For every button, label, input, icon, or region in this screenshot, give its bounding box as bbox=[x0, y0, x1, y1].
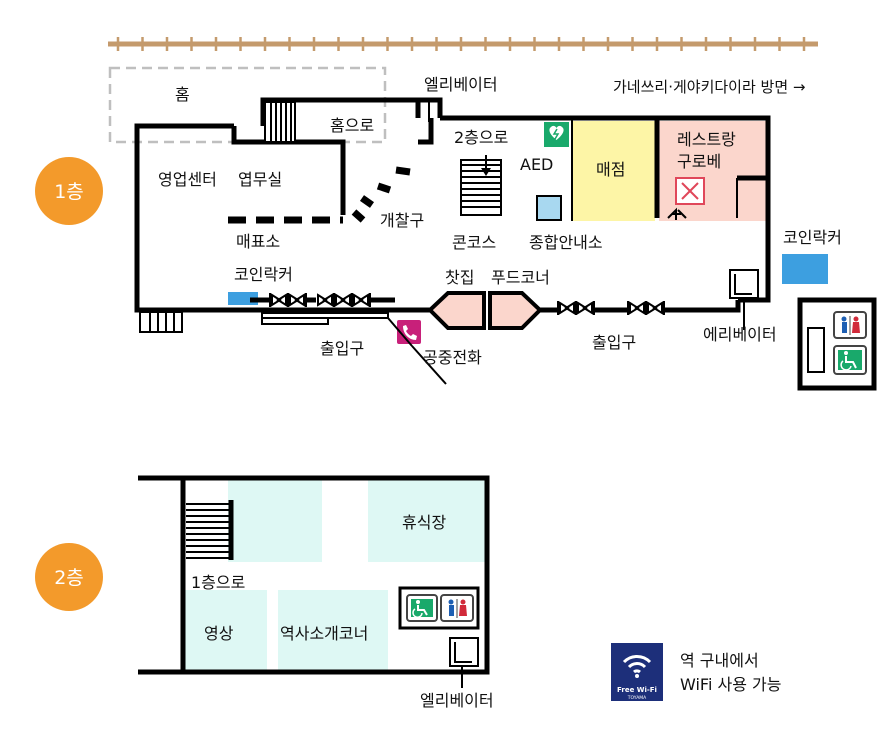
entrance-canopy-left bbox=[261, 312, 389, 325]
wifi-text-2: WiFi 사용 가능 bbox=[680, 675, 781, 694]
stairs-to-1f-icon bbox=[186, 500, 234, 560]
to-1f-label: 1층으로 bbox=[191, 573, 245, 592]
track-ties bbox=[116, 37, 806, 51]
sales-center-label: 영업센터 bbox=[158, 170, 217, 189]
elevator-right-label: 에리베이터 bbox=[703, 325, 777, 344]
restroom-icon-2f bbox=[440, 594, 474, 622]
food-corner-label: 푸드코너 bbox=[491, 268, 550, 287]
wifi-logo-text: Free Wi-Fi bbox=[617, 686, 657, 694]
exit-left-label: 출입구 bbox=[320, 339, 364, 358]
entrance-doors-left bbox=[269, 293, 371, 307]
restroom-block-2f bbox=[398, 586, 480, 630]
shop-area bbox=[573, 121, 655, 221]
restaurant-door-icon bbox=[667, 207, 687, 220]
info-center-icon bbox=[536, 195, 562, 221]
history-corner-label: 역사소개코너 bbox=[280, 624, 368, 643]
stairs-bottom-icon bbox=[139, 311, 183, 333]
restaurant-no-entry-icon bbox=[675, 177, 705, 205]
wheelchair-icon bbox=[833, 345, 867, 375]
floor1-plan: 홈 엘리베이터 가네쓰리·게야키다이라 방면 → 홈으로 2층으로 AED 매점… bbox=[134, 75, 877, 391]
cafe-area bbox=[427, 291, 486, 330]
stairs-to-platform-icon bbox=[264, 101, 296, 143]
floor2-badge: 2층 bbox=[35, 543, 103, 611]
history-corner bbox=[278, 590, 388, 670]
floor2-walls bbox=[138, 475, 490, 675]
platform-label: 홈 bbox=[175, 85, 190, 104]
stairs-to-2f-icon bbox=[460, 155, 502, 216]
shop-label: 매점 bbox=[596, 160, 625, 179]
aed-label: AED bbox=[520, 155, 553, 174]
wifi-logo-icon: Free Wi-Fi TOYAMA bbox=[611, 643, 663, 701]
elevator-box-icon bbox=[729, 269, 759, 330]
public-phone-label: 공중전화 bbox=[423, 348, 482, 367]
elevator-top-label: 엘리베이터 bbox=[424, 75, 498, 94]
elevator-2f-label: 엘리베이터 bbox=[420, 691, 494, 710]
cafe-label: 찻집 bbox=[445, 268, 474, 287]
business-office-label: 엽무실 bbox=[238, 170, 282, 189]
cafe-food-corner bbox=[427, 291, 543, 330]
info-center-label: 종합안내소 bbox=[529, 233, 603, 252]
elevator-2f-icon bbox=[449, 637, 479, 688]
concourse-label: 콘코스 bbox=[452, 233, 496, 252]
rest-area-label: 휴식장 bbox=[402, 513, 446, 532]
direction-label: 가네쓰리·게야키다이라 방면 → bbox=[613, 78, 805, 96]
food-corner-area bbox=[488, 291, 543, 330]
wifi-logo-sub: TOYAMA bbox=[627, 695, 647, 701]
svg-text:1층: 1층 bbox=[54, 181, 84, 203]
video-label: 영상 bbox=[204, 624, 234, 643]
floor2-plan: 휴식장 1층으로 영상 역사소개코너 엘리베이터 bbox=[138, 475, 494, 710]
restroom-icon bbox=[833, 311, 867, 339]
svg-text:2층: 2층 bbox=[54, 567, 84, 589]
to-2f-label: 2층으로 bbox=[454, 128, 508, 147]
aed-icon bbox=[544, 122, 569, 147]
lower-wall bbox=[250, 297, 741, 313]
exit-right-label: 출입구 bbox=[592, 333, 636, 352]
coin-locker-left-label: 코인락커 bbox=[234, 265, 293, 284]
rest-area bbox=[368, 480, 485, 562]
to-platform-label: 홈으로 bbox=[330, 116, 374, 135]
coin-locker-right-icon bbox=[782, 254, 828, 284]
coin-locker-right-label: 코인락커 bbox=[783, 228, 842, 247]
phone-icon bbox=[387, 317, 447, 385]
restaurant-label-1: 레스트랑 bbox=[677, 130, 736, 149]
wheelchair-icon-2f bbox=[406, 594, 438, 622]
ticket-office-label: 매표소 bbox=[236, 232, 280, 251]
restroom-block-1f bbox=[797, 297, 877, 391]
ticket-gate-label: 개찰구 bbox=[380, 211, 424, 230]
floor1-badge: 1층 bbox=[35, 157, 103, 225]
f2-room-top-left bbox=[228, 480, 322, 562]
ticket-gate-barriers bbox=[351, 166, 411, 223]
railway-track bbox=[108, 37, 818, 51]
video-room bbox=[185, 590, 267, 670]
restaurant-label-2: 구로베 bbox=[677, 152, 721, 171]
wifi-text-1: 역 구내에서 bbox=[680, 651, 759, 670]
